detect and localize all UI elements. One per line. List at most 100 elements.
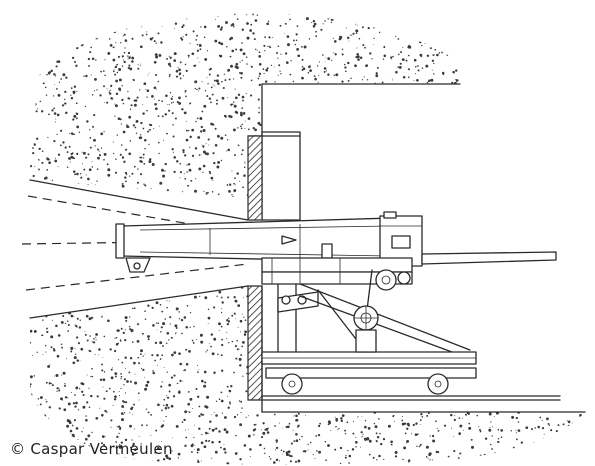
earth-speckle	[158, 152, 160, 155]
earth-speckle	[552, 102, 554, 104]
earth-speckle	[551, 443, 555, 446]
earth-speckle	[221, 43, 223, 45]
earth-speckle	[158, 449, 160, 450]
earth-speckle	[476, 40, 480, 43]
earth-speckle	[465, 37, 467, 39]
earth-speckle	[264, 380, 267, 384]
earth-speckle	[250, 23, 253, 26]
earth-speckle	[437, 108, 440, 110]
earth-speckle	[42, 29, 45, 32]
earth-speckle	[121, 85, 123, 87]
earth-speckle	[60, 144, 62, 147]
earth-speckle	[193, 262, 196, 265]
earth-speckle	[123, 183, 124, 185]
earth-speckle	[130, 446, 132, 449]
earth-speckle	[538, 380, 541, 383]
earth-speckle	[211, 352, 215, 356]
earth-speckle	[404, 122, 408, 126]
earth-speckle	[139, 65, 141, 67]
earth-speckle	[576, 317, 579, 320]
earth-speckle	[290, 107, 293, 110]
earth-speckle	[530, 10, 532, 12]
earth-speckle	[447, 345, 450, 349]
earth-speckle	[511, 59, 513, 62]
earth-speckle	[40, 289, 42, 291]
earth-speckle	[30, 95, 31, 99]
earth-speckle	[58, 190, 60, 192]
earth-speckle	[365, 407, 367, 409]
earth-speckle	[354, 64, 357, 68]
earth-speckle	[13, 464, 14, 465]
earth-speckle	[170, 192, 173, 195]
earth-speckle	[554, 379, 556, 381]
earth-speckle	[129, 2, 131, 4]
earth-speckle	[386, 110, 388, 113]
earth-speckle	[532, 442, 536, 445]
earth-speckle	[161, 289, 165, 293]
earth-speckle	[64, 322, 67, 325]
earth-speckle	[591, 185, 593, 187]
earth-speckle	[531, 145, 535, 149]
earth-speckle	[168, 339, 170, 341]
earth-speckle	[43, 414, 47, 418]
earth-speckle	[284, 1, 287, 4]
earth-speckle	[228, 317, 230, 319]
earth-speckle	[74, 394, 76, 396]
earth-speckle	[153, 127, 155, 129]
earth-speckle	[525, 32, 527, 34]
earth-speckle	[423, 214, 425, 216]
earth-speckle	[469, 161, 472, 164]
earth-speckle	[22, 413, 23, 414]
earth-speckle	[114, 104, 118, 108]
earth-speckle	[322, 23, 324, 25]
earth-speckle	[101, 7, 104, 10]
earth-speckle	[427, 457, 429, 459]
earth-speckle	[278, 422, 280, 424]
earth-speckle	[87, 153, 90, 156]
earth-speckle	[263, 301, 267, 305]
earth-speckle	[556, 6, 557, 7]
earth-speckle	[546, 75, 548, 76]
earth-speckle	[38, 11, 39, 12]
earth-speckle	[9, 72, 11, 74]
earth-speckle	[484, 359, 487, 362]
earth-speckle	[350, 186, 353, 188]
earth-speckle	[490, 353, 494, 357]
earth-speckle	[81, 163, 83, 165]
earth-speckle	[563, 10, 566, 13]
earth-speckle	[591, 208, 594, 211]
earth-speckle	[488, 169, 491, 173]
earth-speckle	[355, 178, 358, 180]
earth-speckle	[538, 152, 540, 155]
earth-speckle	[14, 165, 15, 166]
earth-speckle	[424, 225, 427, 229]
earth-speckle	[429, 197, 432, 200]
earth-speckle	[11, 387, 14, 390]
earth-speckle	[302, 450, 305, 453]
earth-speckle	[63, 408, 67, 412]
earth-speckle	[359, 179, 362, 182]
earth-speckle	[382, 199, 384, 201]
earth-speckle	[419, 342, 421, 344]
earth-speckle	[578, 137, 581, 140]
earth-speckle	[236, 172, 239, 175]
earth-speckle	[401, 422, 405, 426]
earth-speckle	[275, 446, 279, 450]
earth-speckle	[2, 337, 4, 339]
earth-speckle	[96, 225, 99, 227]
earth-speckle	[219, 270, 222, 273]
earth-speckle	[330, 21, 333, 23]
earth-speckle	[414, 149, 417, 152]
earth-speckle	[512, 396, 514, 398]
earth-speckle	[140, 443, 142, 445]
earth-speckle	[580, 222, 583, 225]
earth-speckle	[521, 357, 525, 361]
earth-speckle	[32, 68, 35, 71]
earth-speckle	[226, 338, 228, 339]
earth-speckle	[390, 443, 393, 446]
earth-speckle	[96, 254, 100, 258]
earth-speckle	[71, 458, 75, 462]
earth-speckle	[372, 456, 375, 459]
earth-speckle	[408, 54, 410, 57]
earth-speckle	[62, 206, 64, 208]
